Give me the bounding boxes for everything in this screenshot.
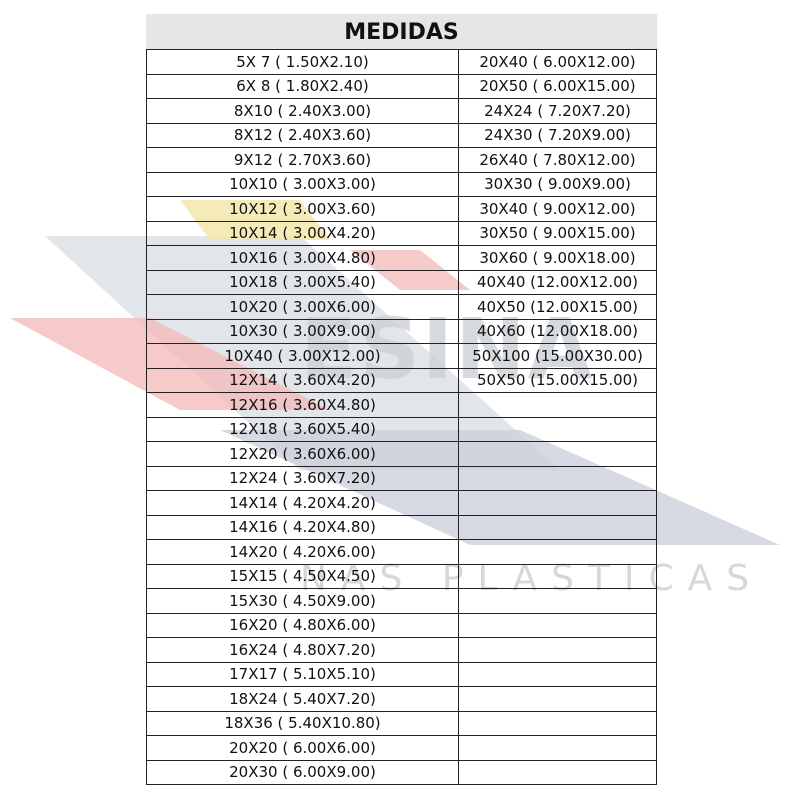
table-row: 15X15 ( 4.50X4.50) xyxy=(146,563,658,589)
table-title: MEDIDAS xyxy=(145,14,658,50)
size-cell-right xyxy=(457,637,658,663)
size-cell-left: 10X30 ( 3.00X9.00) xyxy=(146,318,459,344)
table-row: 10X14 ( 3.00X4.20)30X50 ( 9.00X15.00) xyxy=(146,220,658,246)
size-cell-right xyxy=(457,661,658,687)
table-row: 14X20 ( 4.20X6.00) xyxy=(146,539,658,565)
size-cell-left: 15X15 ( 4.50X4.50) xyxy=(146,563,459,589)
table-row: 15X30 ( 4.50X9.00) xyxy=(146,588,658,614)
size-cell-right: 30X40 ( 9.00X12.00) xyxy=(457,196,658,222)
table-row: 8X10 ( 2.40X3.00)24X24 ( 7.20X7.20) xyxy=(146,98,658,124)
sizes-table: MEDIDAS 5X 7 ( 1.50X2.10)20X40 ( 6.00X12… xyxy=(145,14,658,785)
size-cell-right xyxy=(457,759,658,785)
size-cell-left: 20X30 ( 6.00X9.00) xyxy=(146,759,459,785)
size-cell-left: 6X 8 ( 1.80X2.40) xyxy=(146,73,459,99)
size-cell-right xyxy=(457,563,658,589)
table-row: 14X16 ( 4.20X4.80) xyxy=(146,514,658,540)
size-cell-right: 26X40 ( 7.80X12.00) xyxy=(457,147,658,173)
size-cell-right: 50X50 (15.00X15.00) xyxy=(457,367,658,393)
table-row: 12X24 ( 3.60X7.20) xyxy=(146,465,658,491)
size-cell-left: 12X24 ( 3.60X7.20) xyxy=(146,465,459,491)
table-row: 10X10 ( 3.00X3.00)30X30 ( 9.00X9.00) xyxy=(146,171,658,197)
size-cell-left: 5X 7 ( 1.50X2.10) xyxy=(146,49,459,75)
size-cell-left: 14X20 ( 4.20X6.00) xyxy=(146,539,459,565)
table-row: 10X20 ( 3.00X6.00)40X50 (12.00X15.00) xyxy=(146,294,658,320)
table-row: 9X12 ( 2.70X3.60)26X40 ( 7.80X12.00) xyxy=(146,147,658,173)
size-cell-right xyxy=(457,392,658,418)
table-row: 12X16 ( 3.60X4.80) xyxy=(146,392,658,418)
table-row: 16X20 ( 4.80X6.00) xyxy=(146,612,658,638)
size-cell-left: 10X40 ( 3.00X12.00) xyxy=(146,343,459,369)
size-cell-right xyxy=(457,416,658,442)
table-row: 10X30 ( 3.00X9.00)40X60 (12.00X18.00) xyxy=(146,318,658,344)
size-cell-right: 20X50 ( 6.00X15.00) xyxy=(457,73,658,99)
size-cell-right xyxy=(457,490,658,516)
size-cell-right: 50X100 (15.00X30.00) xyxy=(457,343,658,369)
table-row: 8X12 ( 2.40X3.60)24X30 ( 7.20X9.00) xyxy=(146,122,658,148)
table-row: 20X20 ( 6.00X6.00) xyxy=(146,735,658,761)
table-row: 6X 8 ( 1.80X2.40)20X50 ( 6.00X15.00) xyxy=(146,73,658,99)
size-cell-right xyxy=(457,441,658,467)
size-cell-left: 12X14 ( 3.60X4.20) xyxy=(146,367,459,393)
table-row: 10X12 ( 3.00X3.60)30X40 ( 9.00X12.00) xyxy=(146,196,658,222)
size-cell-left: 10X12 ( 3.00X3.60) xyxy=(146,196,459,222)
size-cell-right xyxy=(457,710,658,736)
size-cell-right: 24X30 ( 7.20X9.00) xyxy=(457,122,658,148)
size-cell-right xyxy=(457,735,658,761)
size-cell-left: 15X30 ( 4.50X9.00) xyxy=(146,588,459,614)
size-cell-left: 10X20 ( 3.00X6.00) xyxy=(146,294,459,320)
size-cell-right: 30X30 ( 9.00X9.00) xyxy=(457,171,658,197)
size-cell-right: 40X60 (12.00X18.00) xyxy=(457,318,658,344)
table-row: 10X16 ( 3.00X4.80)30X60 ( 9.00X18.00) xyxy=(146,245,658,271)
size-cell-left: 8X12 ( 2.40X3.60) xyxy=(146,122,459,148)
size-cell-left: 9X12 ( 2.70X3.60) xyxy=(146,147,459,173)
size-cell-left: 10X10 ( 3.00X3.00) xyxy=(146,171,459,197)
table-body: 5X 7 ( 1.50X2.10)20X40 ( 6.00X12.00)6X 8… xyxy=(146,49,658,785)
size-cell-left: 10X14 ( 3.00X4.20) xyxy=(146,220,459,246)
size-cell-right: 24X24 ( 7.20X7.20) xyxy=(457,98,658,124)
size-cell-left: 17X17 ( 5.10X5.10) xyxy=(146,661,459,687)
size-cell-left: 12X18 ( 3.60X5.40) xyxy=(146,416,459,442)
size-cell-right xyxy=(457,588,658,614)
table-row: 14X14 ( 4.20X4.20) xyxy=(146,490,658,516)
size-cell-right: 30X60 ( 9.00X18.00) xyxy=(457,245,658,271)
table-row: 12X18 ( 3.60X5.40) xyxy=(146,416,658,442)
size-cell-left: 18X24 ( 5.40X7.20) xyxy=(146,686,459,712)
table-row: 16X24 ( 4.80X7.20) xyxy=(146,637,658,663)
size-cell-left: 14X16 ( 4.20X4.80) xyxy=(146,514,459,540)
size-cell-left: 16X24 ( 4.80X7.20) xyxy=(146,637,459,663)
table-row: 20X30 ( 6.00X9.00) xyxy=(146,759,658,785)
size-cell-right: 30X50 ( 9.00X15.00) xyxy=(457,220,658,246)
size-cell-left: 18X36 ( 5.40X10.80) xyxy=(146,710,459,736)
size-cell-right xyxy=(457,686,658,712)
size-cell-right xyxy=(457,539,658,565)
table-row: 12X14 ( 3.60X4.20)50X50 (15.00X15.00) xyxy=(146,367,658,393)
size-cell-right: 40X40 (12.00X12.00) xyxy=(457,269,658,295)
size-cell-right: 40X50 (12.00X15.00) xyxy=(457,294,658,320)
size-cell-right: 20X40 ( 6.00X12.00) xyxy=(457,49,658,75)
size-cell-right xyxy=(457,612,658,638)
table-row: 10X18 ( 3.00X5.40)40X40 (12.00X12.00) xyxy=(146,269,658,295)
size-cell-left: 12X16 ( 3.60X4.80) xyxy=(146,392,459,418)
table-row: 10X40 ( 3.00X12.00)50X100 (15.00X30.00) xyxy=(146,343,658,369)
table-row: 12X20 ( 3.60X6.00) xyxy=(146,441,658,467)
size-cell-left: 20X20 ( 6.00X6.00) xyxy=(146,735,459,761)
size-cell-right xyxy=(457,514,658,540)
size-cell-left: 8X10 ( 2.40X3.00) xyxy=(146,98,459,124)
size-cell-left: 14X14 ( 4.20X4.20) xyxy=(146,490,459,516)
size-cell-left: 10X18 ( 3.00X5.40) xyxy=(146,269,459,295)
table-row: 18X36 ( 5.40X10.80) xyxy=(146,710,658,736)
table-row: 5X 7 ( 1.50X2.10)20X40 ( 6.00X12.00) xyxy=(146,49,658,75)
size-cell-right xyxy=(457,465,658,491)
size-cell-left: 10X16 ( 3.00X4.80) xyxy=(146,245,459,271)
table-row: 17X17 ( 5.10X5.10) xyxy=(146,661,658,687)
size-cell-left: 12X20 ( 3.60X6.00) xyxy=(146,441,459,467)
size-cell-left: 16X20 ( 4.80X6.00) xyxy=(146,612,459,638)
table-header-row: MEDIDAS xyxy=(145,14,658,50)
table-row: 18X24 ( 5.40X7.20) xyxy=(146,686,658,712)
